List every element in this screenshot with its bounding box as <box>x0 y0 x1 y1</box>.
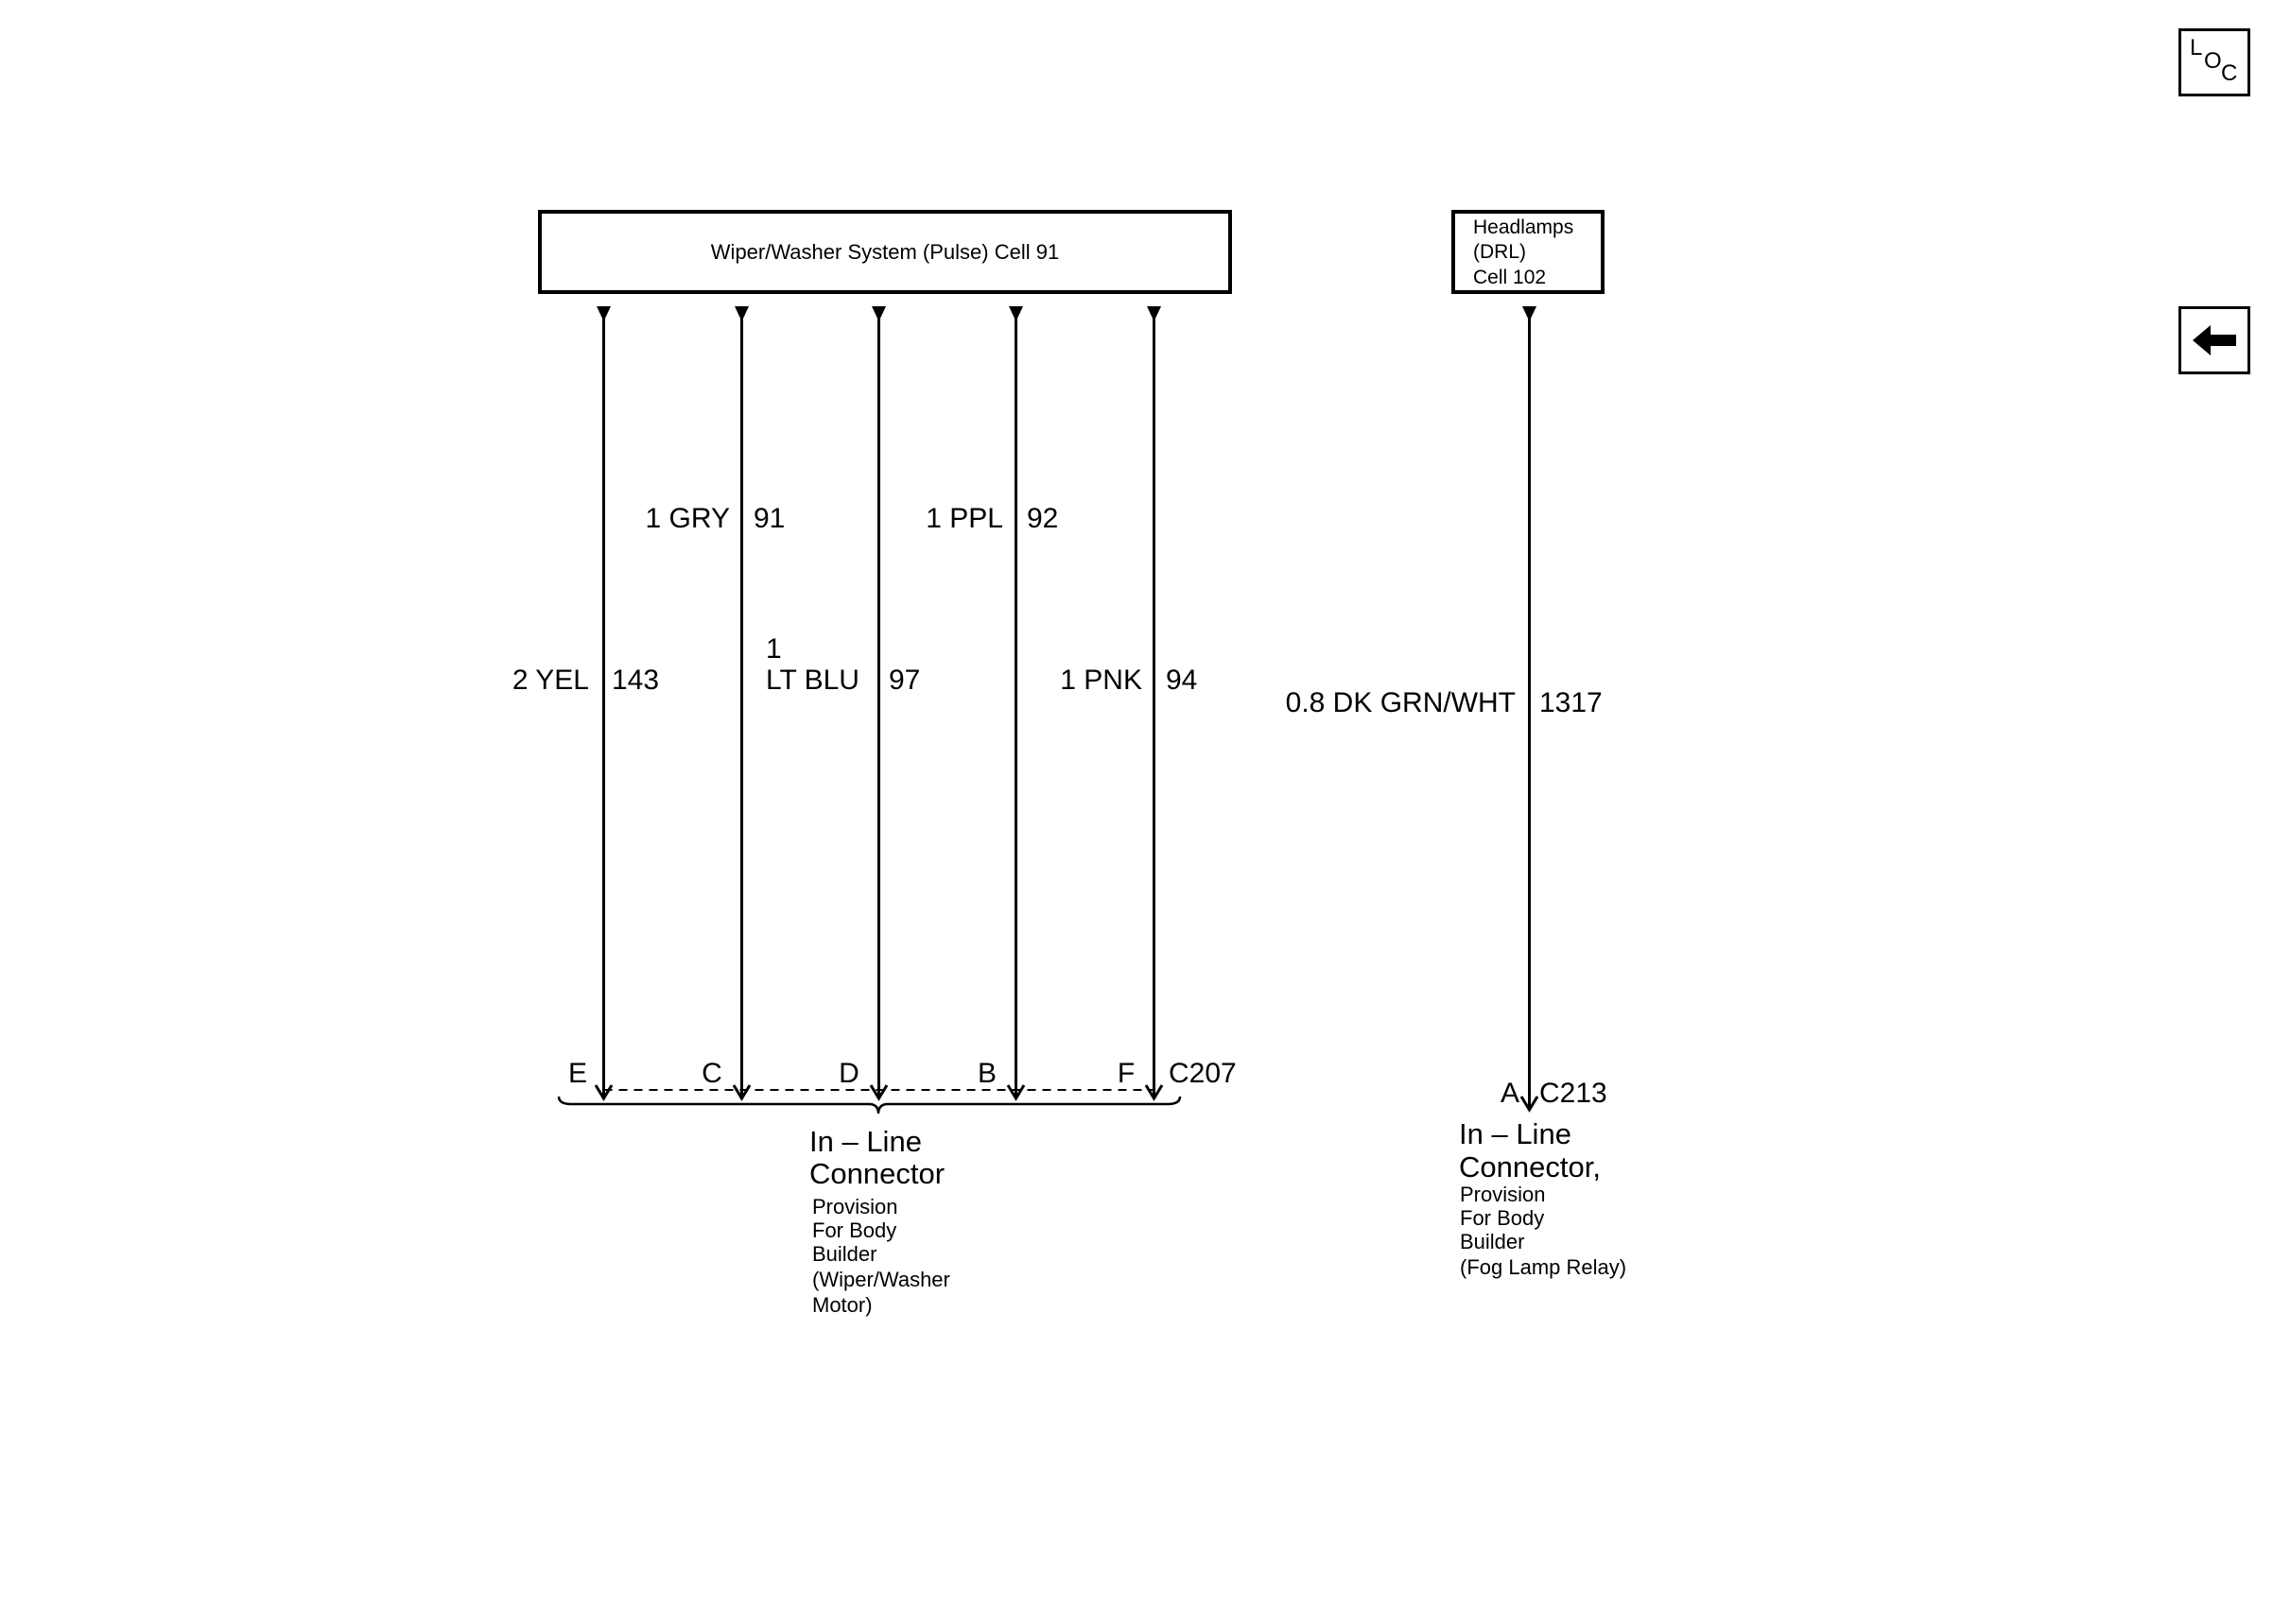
wire-e[interactable]: 2 YEL 143 E <box>512 306 659 1101</box>
loc-icon-letter-o: O <box>2204 48 2222 74</box>
connector-c207[interactable]: C207 In – Line Connector Provision For B… <box>557 1058 1237 1317</box>
c207-id: C207 <box>1169 1058 1237 1089</box>
headlamps-box <box>1451 210 1605 294</box>
wire-a-pin: A <box>1501 1078 1519 1109</box>
wire-b-gauge-color: 1 PPL <box>926 503 1003 534</box>
wire-f-pin: F <box>1118 1058 1135 1089</box>
wire-e-circuit: 143 <box>612 665 659 696</box>
loc-icon-letter-c: C <box>2221 60 2238 86</box>
wire-c[interactable]: 1 GRY 91 C <box>646 306 786 1101</box>
c213-desc-line-3: Builder <box>1460 1230 1524 1253</box>
wire-f-gauge-color: 1 PNK <box>1060 665 1142 696</box>
wire-b[interactable]: 1 PPL 92 B <box>926 306 1058 1101</box>
c207-bracket <box>557 1096 1182 1114</box>
loc-icon-letter-l: L <box>2190 35 2203 60</box>
back-arrow-icon <box>2193 325 2236 355</box>
c213-desc-line-1: Provision <box>1460 1183 1545 1206</box>
c213-title-line-2: Connector, <box>1459 1150 1601 1183</box>
wire-c-gauge-color: 1 GRY <box>646 503 731 534</box>
c207-desc-line-2: For Body <box>812 1218 896 1242</box>
c213-desc-line-2: For Body <box>1460 1206 1544 1230</box>
headlamps-line-1: Headlamps <box>1473 216 1573 238</box>
wire-a-arrowhead <box>1519 1096 1539 1113</box>
connector-c213[interactable]: C213 In – Line Connector, Provision For … <box>1459 1078 1626 1279</box>
c207-desc-line-1: Provision <box>812 1195 897 1218</box>
wiper-washer-box <box>538 210 1232 294</box>
wire-b-pin: B <box>978 1058 997 1089</box>
c207-desc-line-3: Builder <box>812 1242 876 1266</box>
wiper-washer-component[interactable]: Wiper/Washer System (Pulse) Cell 91 <box>538 210 1232 294</box>
wire-d-circuit: 97 <box>889 665 920 696</box>
c207-desc-line-5: Motor) <box>812 1293 873 1317</box>
wire-d-pin: D <box>839 1058 859 1089</box>
c213-title-line-1: In – Line <box>1459 1117 1571 1150</box>
wire-c-pin: C <box>702 1058 722 1089</box>
wire-a-circuit: 1317 <box>1539 687 1603 718</box>
c207-title-line-1: In – Line <box>809 1125 922 1158</box>
wire-a[interactable]: 0.8 DK GRN/WHT 1317 A <box>1286 306 1603 1113</box>
wire-b-circuit: 92 <box>1027 503 1058 534</box>
headlamps-line-3: Cell 102 <box>1473 267 1546 288</box>
wire-b-arrowhead <box>1006 1084 1026 1101</box>
c213-desc-line-4: (Fog Lamp Relay) <box>1460 1255 1626 1279</box>
headlamps-line-2: (DRL) <box>1473 241 1526 263</box>
wire-a-gauge-color: 0.8 DK GRN/WHT <box>1286 687 1516 718</box>
wire-e-gauge-color: 2 YEL <box>512 665 589 696</box>
c213-id: C213 <box>1539 1078 1607 1109</box>
c207-desc-line-4: (Wiper/Washer <box>812 1268 950 1291</box>
wire-d-color: LT BLU <box>766 665 859 696</box>
wire-f[interactable]: 1 PNK 94 F <box>1060 306 1197 1101</box>
headlamps-component[interactable]: Headlamps (DRL) Cell 102 <box>1451 210 1605 294</box>
loc-button[interactable]: L O C <box>2178 28 2250 96</box>
wire-d[interactable]: 1 LT BLU 97 D <box>766 306 920 1101</box>
wire-f-circuit: 94 <box>1166 665 1197 696</box>
wire-c-circuit: 91 <box>754 503 785 534</box>
back-button[interactable] <box>2178 306 2250 374</box>
wire-e-pin: E <box>568 1058 587 1089</box>
c207-title-line-2: Connector <box>809 1157 945 1190</box>
wire-d-gauge: 1 <box>766 633 782 665</box>
wiper-washer-label: Wiper/Washer System (Pulse) Cell 91 <box>711 240 1059 264</box>
